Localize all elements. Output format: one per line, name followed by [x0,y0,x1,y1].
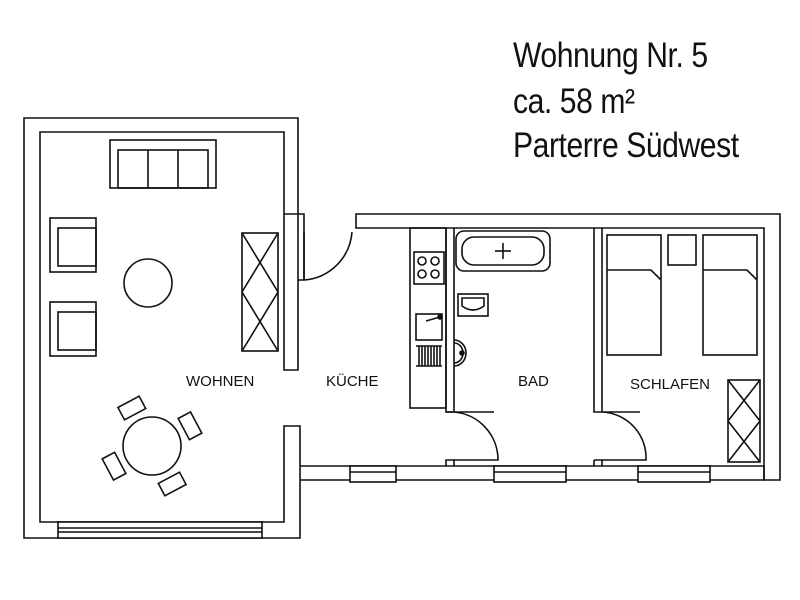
toilet [457,293,489,317]
door-entrance [303,231,353,281]
room-label-kueche: KÜCHE [326,372,379,390]
nightstand [667,234,697,266]
window-bath [493,465,567,483]
bathroom-fixtures [453,230,551,367]
apartment-number: Wohnung Nr. 5 [513,36,708,75]
wardrobe [726,379,762,463]
kitchen-wall-stub [298,213,305,281]
windows [57,465,711,539]
window-bedroom [637,465,711,483]
living-cabinet [241,232,279,352]
bathtub [455,230,551,272]
room-label-bad: BAD [518,373,549,390]
doors [303,231,647,461]
drainer [416,345,442,367]
living-furniture [49,139,279,497]
bed-right [702,234,758,356]
washbasin [453,339,467,367]
armchair-upper [49,217,97,273]
room-label-schlafen: SCHLAFEN [630,376,710,393]
door-bedroom [601,411,647,461]
partition-bath-bedroom-lower [593,459,603,466]
armchair-lower [49,301,97,357]
window-kitchen [349,465,397,483]
room-label-wohnen: WOHNEN [186,373,254,390]
window-living-south [57,521,263,539]
sofa [109,139,217,189]
living-door-jamb-upper [283,214,299,371]
coffee-table [123,258,173,308]
partition-kitchen-bath [445,228,455,413]
partition-bath-bedroom [593,228,603,413]
kitchen-unit [409,227,447,409]
living-outer-wall [23,117,301,539]
dining-table [101,395,203,497]
bedroom-furniture [606,234,762,463]
door-bath [453,411,499,461]
partition-kitchen-bath-lower [445,411,455,466]
apartment-location: Parterre Südwest [513,126,739,165]
bed-left [606,234,662,356]
apartment-area: ca. 58 m² [513,82,635,121]
